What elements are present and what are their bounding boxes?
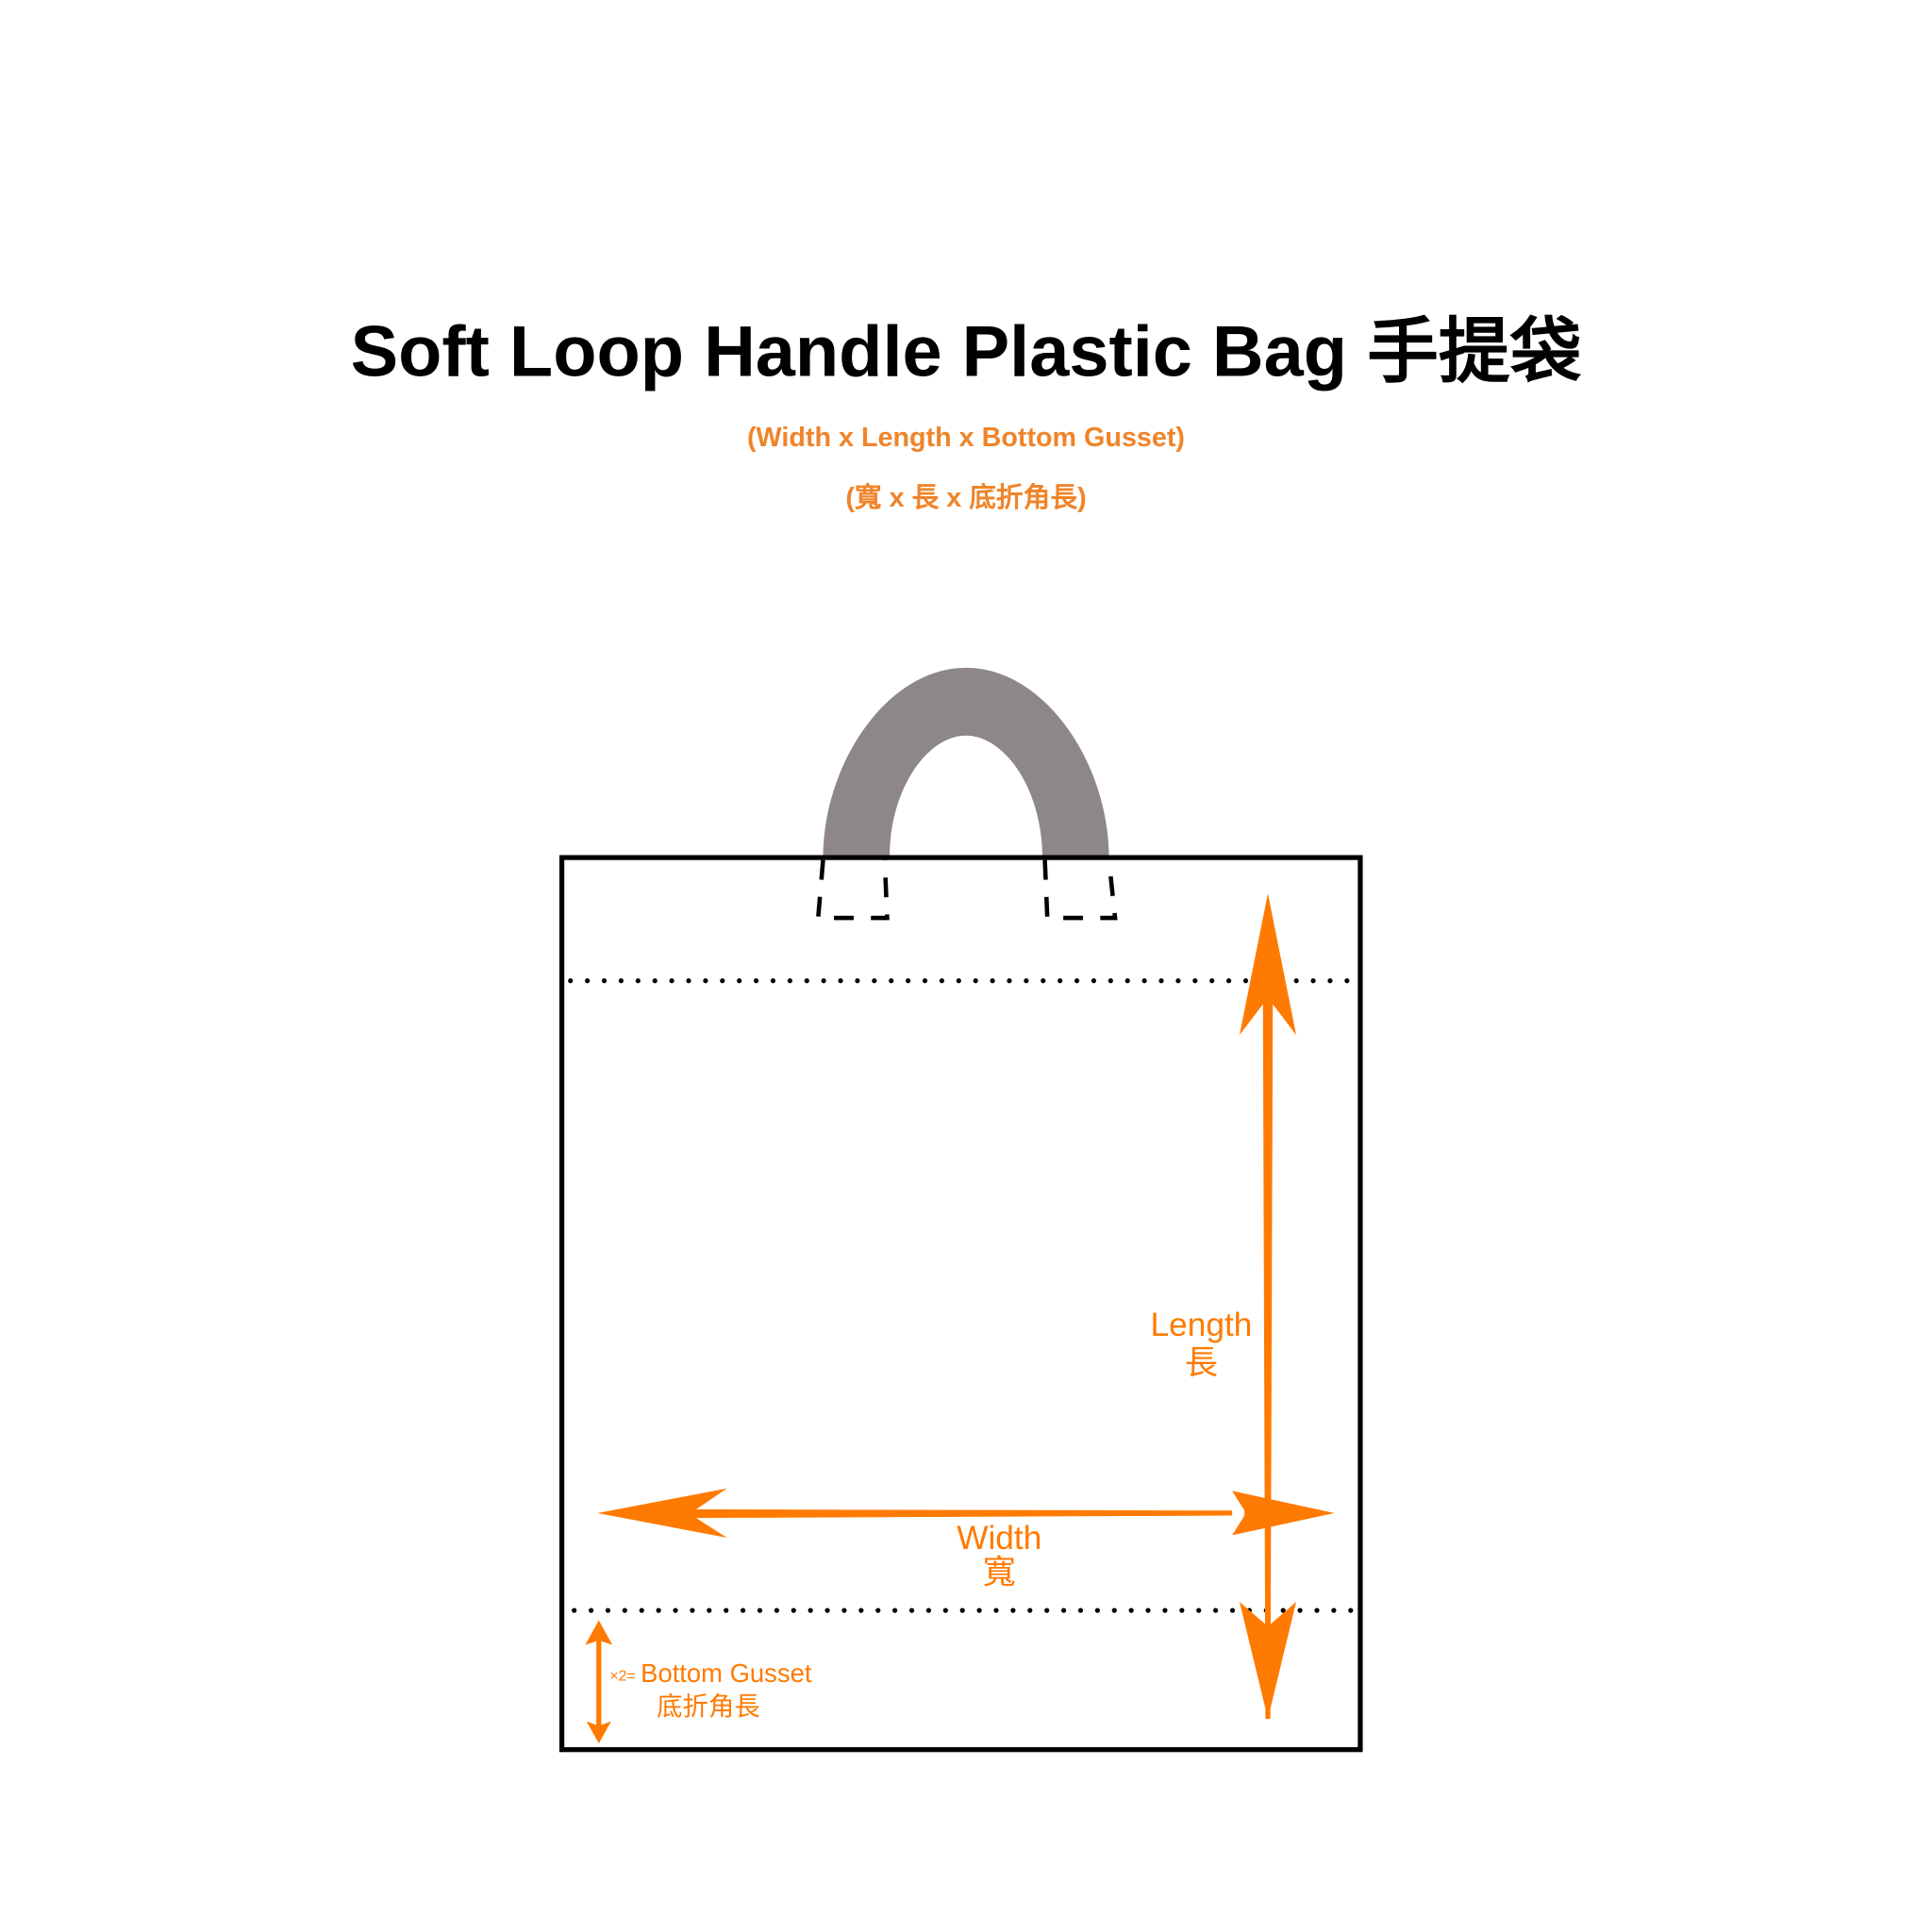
subtitle-english: (Width x Length x Bottom Gusset) xyxy=(747,423,1185,453)
length-label: Length xyxy=(1151,1307,1253,1343)
gusset-multiplier: ×2= xyxy=(610,1669,636,1685)
gusset-label: Bottom Gusset xyxy=(641,1658,812,1688)
subtitle-chinese: (寬 x 長 x 底折角長) xyxy=(845,482,1086,513)
loop-handle xyxy=(823,667,1109,858)
width-label-zh: 寬 xyxy=(983,1554,1016,1591)
gusset-arrow xyxy=(585,1620,613,1744)
gusset-label-zh: 底折角長 xyxy=(657,1691,760,1721)
width-label: Width xyxy=(957,1520,1041,1557)
bag-outline xyxy=(558,855,1363,1753)
length-label-zh: 長 xyxy=(1185,1344,1218,1381)
width-arrow xyxy=(597,1488,1335,1539)
length-arrow xyxy=(1239,892,1297,1720)
handle-tabs xyxy=(815,859,1118,921)
diagram-title: Soft Loop Handle Plastic Bag 手提袋 xyxy=(351,311,1582,391)
